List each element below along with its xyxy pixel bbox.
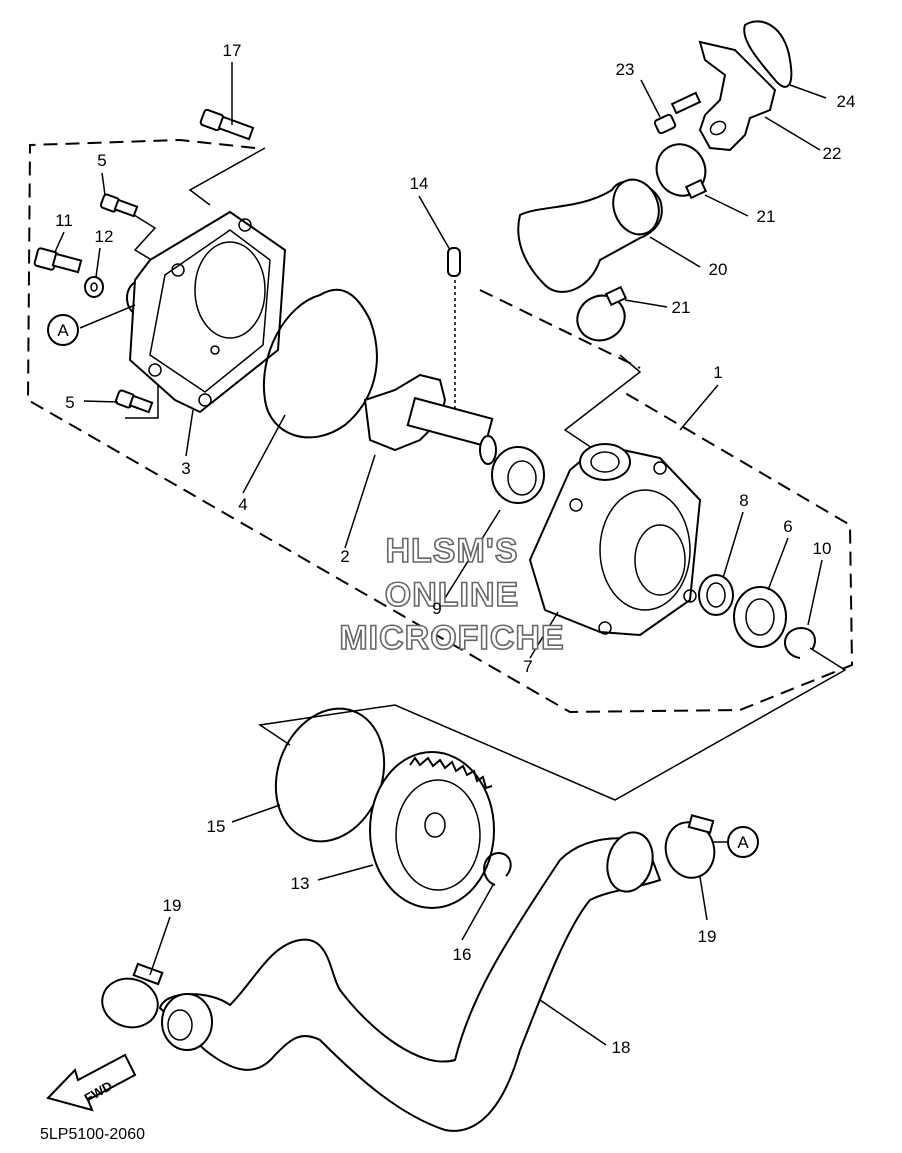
seal-8[interactable] bbox=[698, 574, 734, 616]
label-10: 10 bbox=[813, 539, 832, 558]
part-number-labels: 17 5 11 12 5 3 4 2 14 9 7 1 8 6 10 15 13… bbox=[55, 41, 855, 1057]
label-7: 7 bbox=[523, 657, 532, 676]
label-21-top: 21 bbox=[757, 207, 776, 226]
pipe-22[interactable] bbox=[698, 40, 777, 152]
label-17: 17 bbox=[223, 41, 242, 60]
pump-housing-1[interactable] bbox=[528, 443, 702, 637]
clamp-21-top[interactable] bbox=[648, 136, 713, 203]
svg-text:A: A bbox=[737, 833, 749, 852]
assembly-boundary bbox=[26, 138, 854, 714]
clamp-21-bottom[interactable] bbox=[570, 285, 632, 348]
clamp-19-right[interactable] bbox=[660, 814, 721, 883]
bolt-5-top[interactable] bbox=[99, 193, 139, 218]
gear-13[interactable] bbox=[369, 751, 495, 909]
watermark-line-1: HLSM'S bbox=[385, 532, 518, 570]
label-4: 4 bbox=[238, 495, 247, 514]
label-5-bottom: 5 bbox=[65, 393, 74, 412]
o-ring-24[interactable] bbox=[743, 20, 793, 88]
label-16: 16 bbox=[453, 945, 472, 964]
oil-seal-9[interactable] bbox=[491, 446, 545, 504]
label-3: 3 bbox=[181, 459, 190, 478]
label-23: 23 bbox=[616, 60, 635, 79]
label-13: 13 bbox=[291, 874, 310, 893]
pump-cover-3[interactable] bbox=[128, 210, 287, 414]
label-12: 12 bbox=[95, 227, 114, 246]
label-14: 14 bbox=[410, 174, 429, 193]
svg-text:A: A bbox=[57, 321, 69, 340]
label-6: 6 bbox=[783, 517, 792, 536]
watermark-line-3: MICROFICHE bbox=[339, 619, 564, 657]
washer-12[interactable] bbox=[84, 276, 104, 298]
label-8: 8 bbox=[739, 491, 748, 510]
circlip-16[interactable] bbox=[483, 851, 512, 886]
gasket-4[interactable] bbox=[262, 288, 378, 439]
pin-14[interactable] bbox=[447, 247, 461, 277]
label-21-bottom: 21 bbox=[672, 298, 691, 317]
bolt-23[interactable] bbox=[653, 91, 702, 135]
circlip-10[interactable] bbox=[784, 626, 816, 659]
label-22: 22 bbox=[823, 144, 842, 163]
label-24: 24 bbox=[837, 92, 856, 111]
label-20: 20 bbox=[709, 260, 728, 279]
label-11: 11 bbox=[55, 211, 73, 230]
watermark: HLSM'S ONLINE MICROFICHE bbox=[339, 531, 565, 658]
clamp-19-left[interactable] bbox=[97, 962, 164, 1034]
label-19-right: 19 bbox=[698, 927, 717, 946]
label-2: 2 bbox=[340, 547, 349, 566]
impeller-shaft-2[interactable] bbox=[363, 373, 497, 465]
ref-marker-a-left: A bbox=[47, 314, 79, 346]
bolt-11[interactable] bbox=[33, 247, 83, 274]
watermark-line-2: ONLINE bbox=[385, 576, 519, 614]
bolt-17[interactable] bbox=[199, 108, 255, 141]
hose-20[interactable] bbox=[517, 173, 666, 293]
label-1: 1 bbox=[713, 363, 722, 382]
label-19-left: 19 bbox=[163, 896, 182, 915]
hose-18[interactable] bbox=[158, 827, 662, 1132]
label-5-top: 5 bbox=[97, 151, 106, 170]
label-15: 15 bbox=[207, 817, 226, 836]
label-leaders bbox=[54, 62, 827, 1046]
label-9: 9 bbox=[432, 599, 441, 618]
bearing-6[interactable] bbox=[733, 586, 787, 648]
diagram-code: 5LP5100-2060 bbox=[40, 1126, 145, 1143]
label-18: 18 bbox=[612, 1038, 631, 1057]
bolt-5-bottom[interactable] bbox=[114, 389, 154, 414]
ref-marker-a-right: A bbox=[727, 826, 759, 858]
fwd-arrow: FWD bbox=[46, 1053, 137, 1112]
